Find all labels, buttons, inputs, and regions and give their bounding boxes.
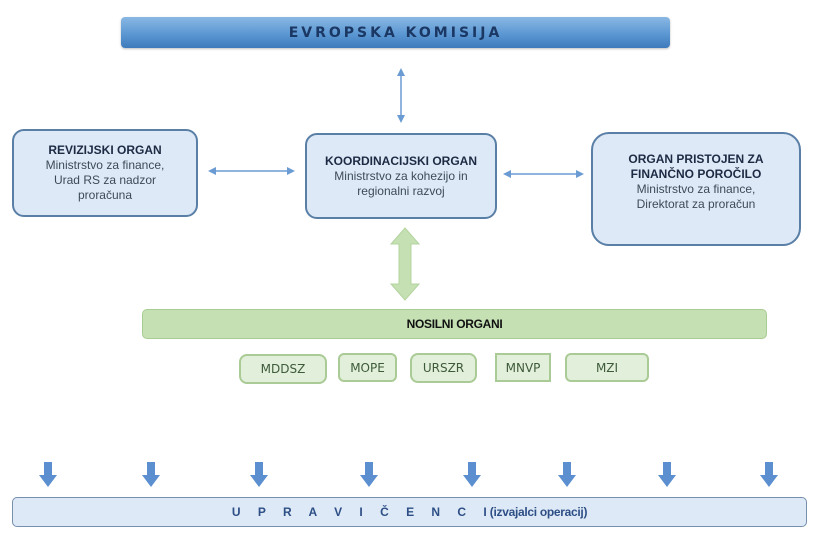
agency-label: MOPE (350, 360, 385, 375)
european-commission-title: EVROPSKA KOMISIJA (288, 24, 503, 41)
coordination-authority-title: KOORDINACIJSKI ORGAN (324, 153, 477, 168)
audit-authority-box: REVIZIJSKI ORGAN Ministrstvo za finance,… (12, 129, 198, 217)
down-arrow-icon (463, 462, 481, 487)
financial-authority-title: ORGAN PRISTOJEN ZA (628, 152, 764, 166)
audit-authority-line: proračuna (77, 188, 133, 202)
agency-label: URSZR (422, 361, 465, 375)
agency-box: MZI (565, 353, 649, 382)
down-arrow-icon (360, 462, 378, 487)
down-arrow-icon (558, 462, 576, 487)
agency-label: MZI (595, 360, 619, 375)
down-arrow-icon (250, 462, 268, 487)
beneficiaries-bar: U P R A V I Č E N C I (izvajalci operaci… (12, 497, 807, 527)
coordination-authority-box: KOORDINACIJSKI ORGAN Ministrstvo za kohe… (305, 133, 497, 219)
agency-label: MDDSZ (260, 362, 306, 376)
financial-authority-title: FINANČNO POROČILO (630, 167, 762, 181)
coordination-authority-line: regionalni razvoj (357, 183, 445, 198)
audit-authority-title: REVIZIJSKI ORGAN (48, 143, 162, 157)
agency-box: MNVP (495, 353, 551, 382)
agency-box: URSZR (410, 353, 477, 383)
audit-authority-line: Urad RS za nadzor (53, 173, 157, 187)
coordination-implementing-arrow (389, 227, 421, 301)
beneficiaries-title: U P R A V I Č E N C I (231, 505, 494, 519)
beneficiary-arrows (39, 462, 778, 487)
financial-reporting-authority-box: ORGAN PRISTOJEN ZA FINANČNO POROČILO Min… (591, 132, 801, 246)
down-arrow-icon (760, 462, 778, 487)
down-arrow-icon (39, 462, 57, 487)
down-arrow-icon (658, 462, 676, 487)
agency-box: MDDSZ (239, 354, 327, 384)
beneficiaries-subtitle: (izvajalci operacij) (489, 505, 588, 519)
audit-authority-line: Ministrstvo za finance, (45, 158, 165, 172)
european-commission-bar: EVROPSKA KOMISIJA (121, 17, 670, 48)
agency-label: MNVP (505, 360, 541, 375)
financial-authority-line: Direktorat za proračun (636, 197, 756, 211)
implementing-bodies-title: NOSILNI ORGANI (406, 317, 503, 331)
implementing-bodies-bar: NOSILNI ORGANI (142, 309, 767, 339)
down-arrow-icon (142, 462, 160, 487)
coordination-authority-line: Ministrstvo za kohezijo in (334, 168, 468, 183)
financial-authority-line: Ministrstvo za finance, (636, 182, 756, 196)
agency-box: MOPE (338, 353, 397, 382)
